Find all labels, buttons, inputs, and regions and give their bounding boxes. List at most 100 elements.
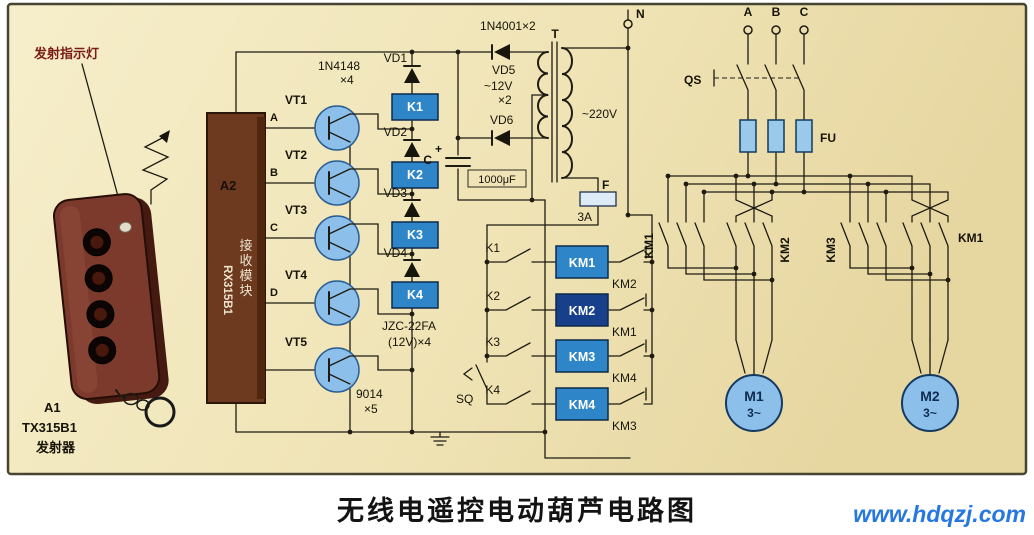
indicator-pointer-line (81, 63, 123, 212)
phase-c-label: C (800, 5, 809, 19)
interlock1-label: KM2 (612, 277, 637, 291)
transistor-vt4 (314, 280, 360, 326)
diode-vd4 (404, 262, 420, 277)
supply-rails (235, 51, 546, 201)
keychain-ring (144, 396, 176, 428)
rectifier-part-label: 1N4001×2 (480, 19, 536, 33)
main-group2-label: KM2 (778, 237, 792, 263)
transformer-secondary-winding (537, 51, 549, 139)
diode-vd5 (494, 44, 510, 60)
diagram-paper (6, 2, 1028, 476)
clamp-diode-part-label: 1N4148 (318, 59, 360, 73)
contact-k1-label: K1 (485, 241, 500, 255)
schematic-canvas: 发射指示灯 A1 TX315B1 发射器 (6, 2, 1028, 476)
transmitter-section: 发射指示灯 A1 TX315B1 发射器 (22, 46, 176, 455)
transistor-junctions (328, 113, 351, 385)
m1-leads (735, 339, 773, 376)
diode-vd2 (404, 142, 420, 157)
contactor-coil-km4 (555, 387, 609, 421)
pin-b-label: B (270, 167, 278, 179)
clamp-diode-count-label: ×4 (340, 73, 354, 87)
remote-indicator-led (118, 221, 132, 233)
control-fuse (579, 191, 617, 207)
receiver-ref-label: A2 (220, 178, 237, 193)
relay-k3-label: K3 (407, 228, 423, 242)
antenna-arrow (159, 130, 170, 143)
label-vt2: VT2 (285, 148, 307, 162)
transistor-vt1 (314, 105, 360, 151)
label-vd3: VD3 (384, 186, 408, 200)
main-fuse-label: FU (820, 131, 836, 145)
collector-wires (349, 113, 413, 371)
row4-wires (486, 387, 653, 405)
main-fuse (767, 119, 785, 153)
label-vd6: VD6 (490, 113, 514, 127)
label-vt5: VT5 (285, 335, 307, 349)
row2-wires (486, 293, 653, 311)
remote-button-center (92, 271, 106, 285)
contact-k3-label: K3 (485, 335, 500, 349)
motor-m1-type: 3~ (747, 406, 761, 420)
main-group4-label: KM1 (958, 231, 984, 245)
receiver-chip (206, 112, 266, 404)
keychain (115, 389, 176, 428)
coil-km4-label: KM4 (569, 398, 595, 412)
cap-value-box (467, 169, 527, 188)
limit-switch-actuator (462, 367, 473, 381)
cap-polarity-label: + (435, 142, 442, 156)
diode-vd6 (494, 130, 510, 146)
power-supply-section: 1000μF + C 1N4001×2 VD5 ~12V ×2 VD6 T ~2… (235, 19, 629, 226)
rectifier-wires (457, 51, 549, 201)
main-group3-label: KM3 (824, 237, 838, 263)
diagram-title: 无线电遥控电动葫芦电路图 (337, 496, 697, 526)
receiver-model-label: RX315B1 (221, 265, 233, 315)
junction-dots (347, 45, 951, 435)
coil-km3-label: KM3 (569, 350, 595, 364)
transistor-count-label: ×5 (364, 402, 378, 416)
winding-count-label: ×2 (498, 93, 512, 107)
km2-contact-group (726, 175, 773, 341)
contactor-coil-km1 (555, 245, 609, 279)
remote-body (52, 193, 161, 401)
interlock2-label: KM1 (612, 325, 637, 339)
isolator-label: QS (684, 73, 701, 87)
transistor-vt3 (314, 215, 360, 261)
relay-k2-label: K2 (407, 168, 423, 182)
receiver-module-label: 接收模块 (239, 238, 252, 298)
contactor-coil-km2 (555, 293, 609, 327)
label-vt1: VT1 (285, 93, 307, 107)
label-vd2: VD2 (384, 125, 408, 139)
label-vt3: VT3 (285, 203, 307, 217)
motor-m1-label: M1 (744, 388, 764, 404)
row3-wires (486, 339, 653, 357)
relay-k1 (391, 93, 439, 121)
main-fuse (795, 119, 813, 153)
remote-body-sheen (59, 205, 98, 394)
pin-a-label: A (270, 112, 278, 124)
main-group1-label: KM1 (642, 233, 656, 259)
transformer-core (551, 41, 558, 183)
control-left-rail (475, 224, 488, 405)
transmitter-name-label: 发射器 (35, 440, 76, 455)
motor-m2-label: M2 (920, 388, 940, 404)
row1-wires (486, 245, 653, 263)
diode-vd3 (404, 202, 420, 217)
relay-k4 (391, 281, 439, 309)
watermark-link[interactable]: www.hdqzj.com (853, 501, 1026, 527)
diode-vd1 (404, 68, 420, 83)
motors-section: M1 3~ M2 3~ (725, 374, 959, 432)
receiver-section: A2 RX315B1 接收模块 A B C D (206, 51, 316, 433)
control-section: SQ N KM1 K1 KM2 KM2 K2 KM1 KM3 K3 KM4 KM… (456, 7, 653, 433)
filter-capacitor (445, 157, 471, 167)
control-fuse-ref-label: F (602, 178, 609, 192)
primary-wires (486, 47, 629, 226)
transmitter-ref-label: A1 (44, 400, 61, 415)
cap-value-label: 1000μF (478, 174, 516, 186)
km3-contact-group (840, 175, 887, 281)
phase-buses (667, 175, 949, 193)
motor-m2 (901, 374, 959, 432)
transistor-vt2 (314, 160, 360, 206)
primary-voltage-label: ~220V (582, 107, 617, 121)
km1-contact-group (658, 175, 705, 281)
label-vt4: VT4 (285, 268, 307, 282)
